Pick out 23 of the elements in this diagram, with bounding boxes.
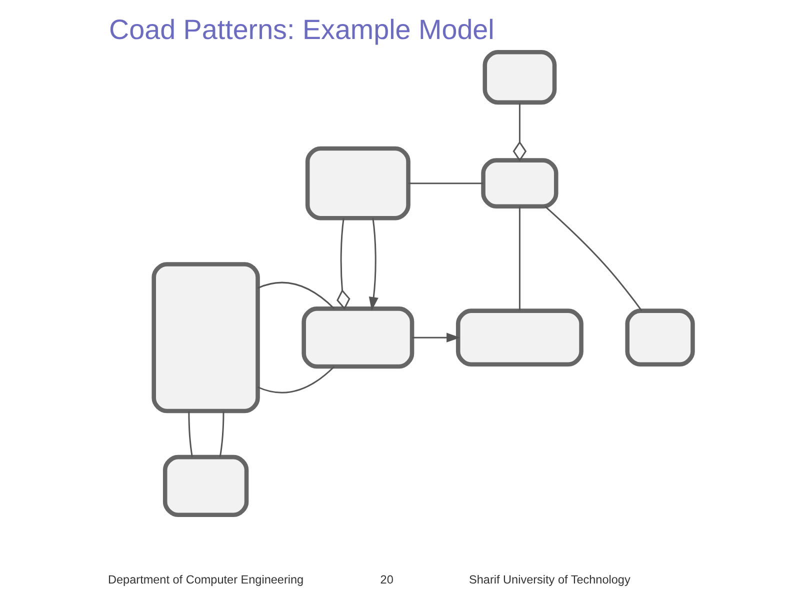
node-box xyxy=(162,454,248,518)
connector xyxy=(408,182,483,184)
connector xyxy=(518,206,520,310)
node-box xyxy=(304,146,410,220)
node-box xyxy=(151,262,260,414)
connector xyxy=(257,282,334,310)
connector xyxy=(218,411,224,457)
connector xyxy=(188,411,192,457)
connector xyxy=(257,366,334,394)
connector xyxy=(544,206,642,312)
arrow xyxy=(412,332,460,342)
node-box xyxy=(480,158,558,209)
connector xyxy=(512,102,526,162)
label: Sharif University of Technology xyxy=(468,573,630,586)
connector xyxy=(336,218,350,310)
label: Department of Computer Engineering xyxy=(108,573,304,586)
node-box xyxy=(482,50,556,105)
node-box xyxy=(301,306,414,369)
label: 20 xyxy=(380,573,393,586)
node-box xyxy=(624,308,694,367)
diagram-title: Coad Patterns: Example Model xyxy=(108,14,494,46)
node-box xyxy=(455,308,583,367)
arrow xyxy=(368,218,378,311)
